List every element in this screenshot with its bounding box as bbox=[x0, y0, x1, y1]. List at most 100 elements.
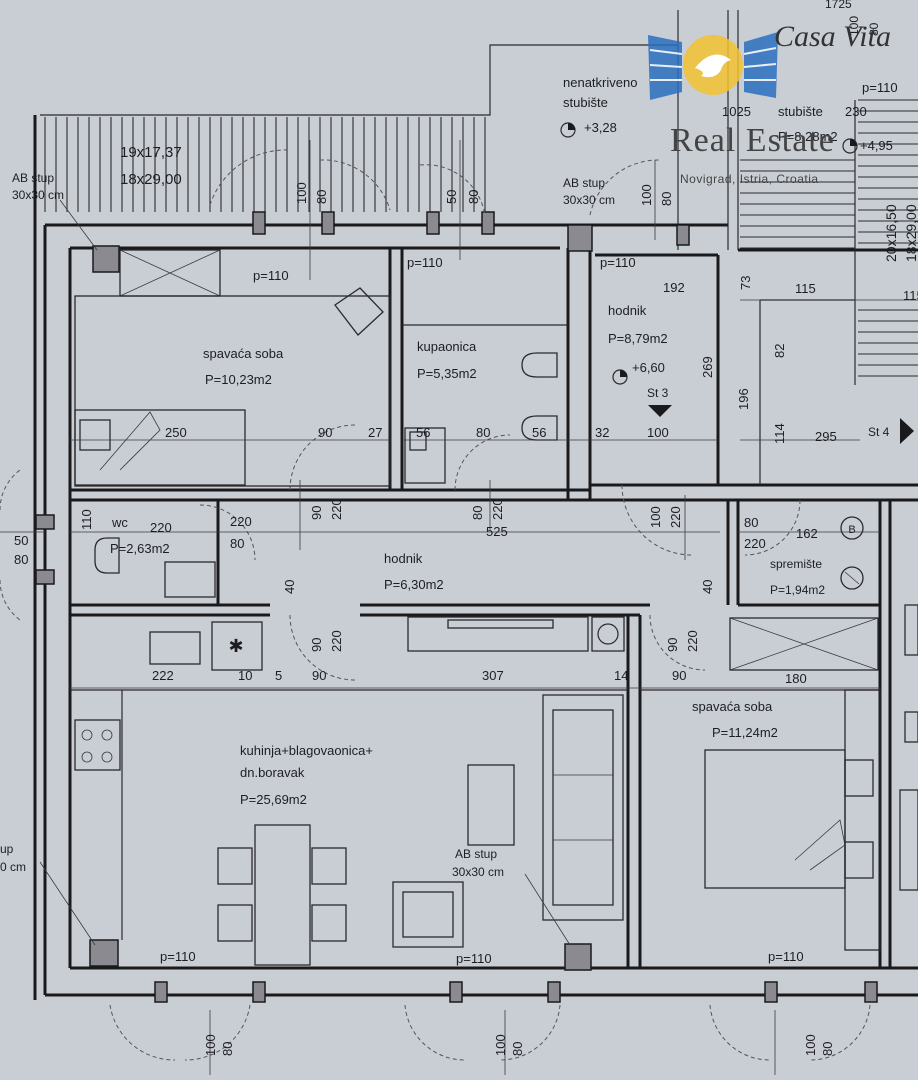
ab-column bbox=[567, 224, 593, 252]
column-stub bbox=[35, 514, 55, 530]
dim: 56 bbox=[416, 425, 430, 440]
dim: 100 bbox=[648, 506, 663, 528]
dim: 80 bbox=[14, 552, 28, 567]
room-name-open-stairs-2: stubište bbox=[563, 95, 608, 110]
dim: 230 bbox=[845, 104, 867, 119]
window-label: p=110 bbox=[768, 949, 804, 964]
window-label: p=110 bbox=[600, 255, 636, 270]
dim: 50 bbox=[444, 190, 459, 204]
dim: 220 bbox=[329, 630, 344, 652]
stair-note: 20x16,50 bbox=[883, 204, 899, 262]
armchair bbox=[392, 881, 464, 948]
column-size: 30x30 cm bbox=[12, 188, 64, 202]
brand-logo: Casa Vita Real Estate Novigrad, Istria, … bbox=[640, 20, 918, 200]
room-area-wc: P=2,63m2 bbox=[110, 541, 170, 556]
sofa bbox=[542, 694, 624, 921]
column-stub bbox=[481, 211, 495, 235]
furniture: ✱ B bbox=[74, 122, 918, 966]
dim: 80 bbox=[220, 1042, 235, 1056]
dim: 220 bbox=[490, 498, 505, 520]
column-stub bbox=[676, 224, 690, 246]
dim: 10 bbox=[238, 668, 252, 683]
dim: 80 bbox=[659, 192, 674, 206]
dim: 250 bbox=[165, 425, 187, 440]
level-hallway: +6,60 bbox=[632, 360, 665, 375]
dim: 220 bbox=[685, 630, 700, 652]
dim: 80 bbox=[867, 22, 881, 36]
dim: 110 bbox=[79, 509, 94, 530]
room-name-bathroom: kupaonica bbox=[417, 339, 477, 354]
dim: 14 bbox=[614, 668, 628, 683]
dim: 50 bbox=[14, 533, 28, 548]
dim: 80 bbox=[470, 506, 485, 520]
column-size: 30x30 cm bbox=[563, 193, 615, 207]
room-name-hallway-1: hodnik bbox=[608, 303, 647, 318]
room-name-bedroom-1: spavaća soba bbox=[203, 346, 284, 361]
dim: 220 bbox=[230, 514, 252, 529]
room-labels: spavaća soba P=10,23m2 kupaonica P=5,35m… bbox=[110, 75, 918, 807]
window-label: p=110 bbox=[253, 268, 289, 283]
dimension-lines bbox=[0, 140, 918, 1075]
room-area-stairwell: P=8,28m2 bbox=[778, 129, 838, 144]
dim: 80 bbox=[466, 190, 481, 204]
window-labels: p=110 p=110 p=110 p=110 p=110 p=110 p=11… bbox=[160, 80, 898, 966]
stair-note: 18x29,00 bbox=[903, 204, 918, 262]
dim: 307 bbox=[482, 668, 504, 683]
room-name-bedroom-2: spavaća soba bbox=[692, 699, 773, 714]
dim: 222 bbox=[152, 668, 174, 683]
level-open-stairs: +3,28 bbox=[584, 120, 617, 135]
room-area-storage: P=1,94m2 bbox=[770, 583, 825, 597]
room-name-living-2: dn.boravak bbox=[240, 765, 305, 780]
dining-table bbox=[254, 824, 311, 966]
svg-text:B: B bbox=[848, 524, 855, 536]
dim: 525 bbox=[486, 524, 508, 539]
room-name-wc: wc bbox=[111, 515, 128, 530]
chair bbox=[217, 847, 253, 885]
room-name-open-stairs-1: nenatkriveno bbox=[563, 75, 637, 90]
dim: 100 bbox=[203, 1034, 218, 1056]
tv-unit bbox=[407, 616, 589, 652]
level-stairwell: +4,95 bbox=[860, 138, 893, 153]
room-name-stairwell: stubište bbox=[778, 104, 823, 119]
dim: 56 bbox=[532, 425, 546, 440]
dim: 220 bbox=[668, 506, 683, 528]
shower-tray bbox=[404, 427, 446, 484]
columns bbox=[35, 211, 878, 1003]
dim: 90 bbox=[309, 506, 324, 520]
kitchen-sink bbox=[149, 631, 201, 665]
dim: 269 bbox=[700, 356, 715, 378]
room-name-storage: spremište bbox=[770, 557, 822, 571]
dim: 196 bbox=[736, 388, 751, 410]
dim: 180 bbox=[785, 671, 807, 686]
dim: 80 bbox=[744, 515, 758, 530]
room-name-hallway-2: hodnik bbox=[384, 551, 423, 566]
chair bbox=[311, 904, 347, 942]
room-area-living: P=25,69m2 bbox=[240, 792, 307, 807]
dim: 90 bbox=[665, 638, 680, 652]
wc-toilet bbox=[94, 537, 120, 574]
dim: 90 bbox=[309, 638, 324, 652]
column-stub bbox=[864, 981, 878, 1003]
column-size-partial: 0 cm bbox=[0, 860, 26, 874]
dim: 100 bbox=[847, 16, 861, 36]
brand-name: Real Estate bbox=[670, 122, 835, 159]
dim: 100 bbox=[647, 425, 669, 440]
dim: 80 bbox=[510, 1042, 525, 1056]
dim: 162 bbox=[796, 526, 818, 541]
room-area-bathroom: P=5,35m2 bbox=[417, 366, 477, 381]
ab-column bbox=[564, 943, 592, 971]
column-stub bbox=[764, 981, 778, 1003]
logo-mark-icon bbox=[648, 32, 778, 100]
column-stub bbox=[449, 981, 463, 1003]
double-bed bbox=[704, 749, 846, 889]
dim: 192 bbox=[663, 280, 685, 295]
dimension-labels: 1725 100 80 50 80 100 80 100 80 1025 230… bbox=[14, 0, 918, 1056]
column-labels: AB stup 30x30 cm AB stup 30x30 cm up 0 c… bbox=[0, 171, 615, 946]
column-label: AB stup bbox=[12, 171, 54, 185]
column-stub bbox=[252, 211, 266, 235]
stairs-right bbox=[740, 99, 918, 377]
dim: 80 bbox=[230, 536, 244, 551]
column-stub bbox=[321, 211, 335, 235]
dim: 100 bbox=[294, 182, 309, 204]
